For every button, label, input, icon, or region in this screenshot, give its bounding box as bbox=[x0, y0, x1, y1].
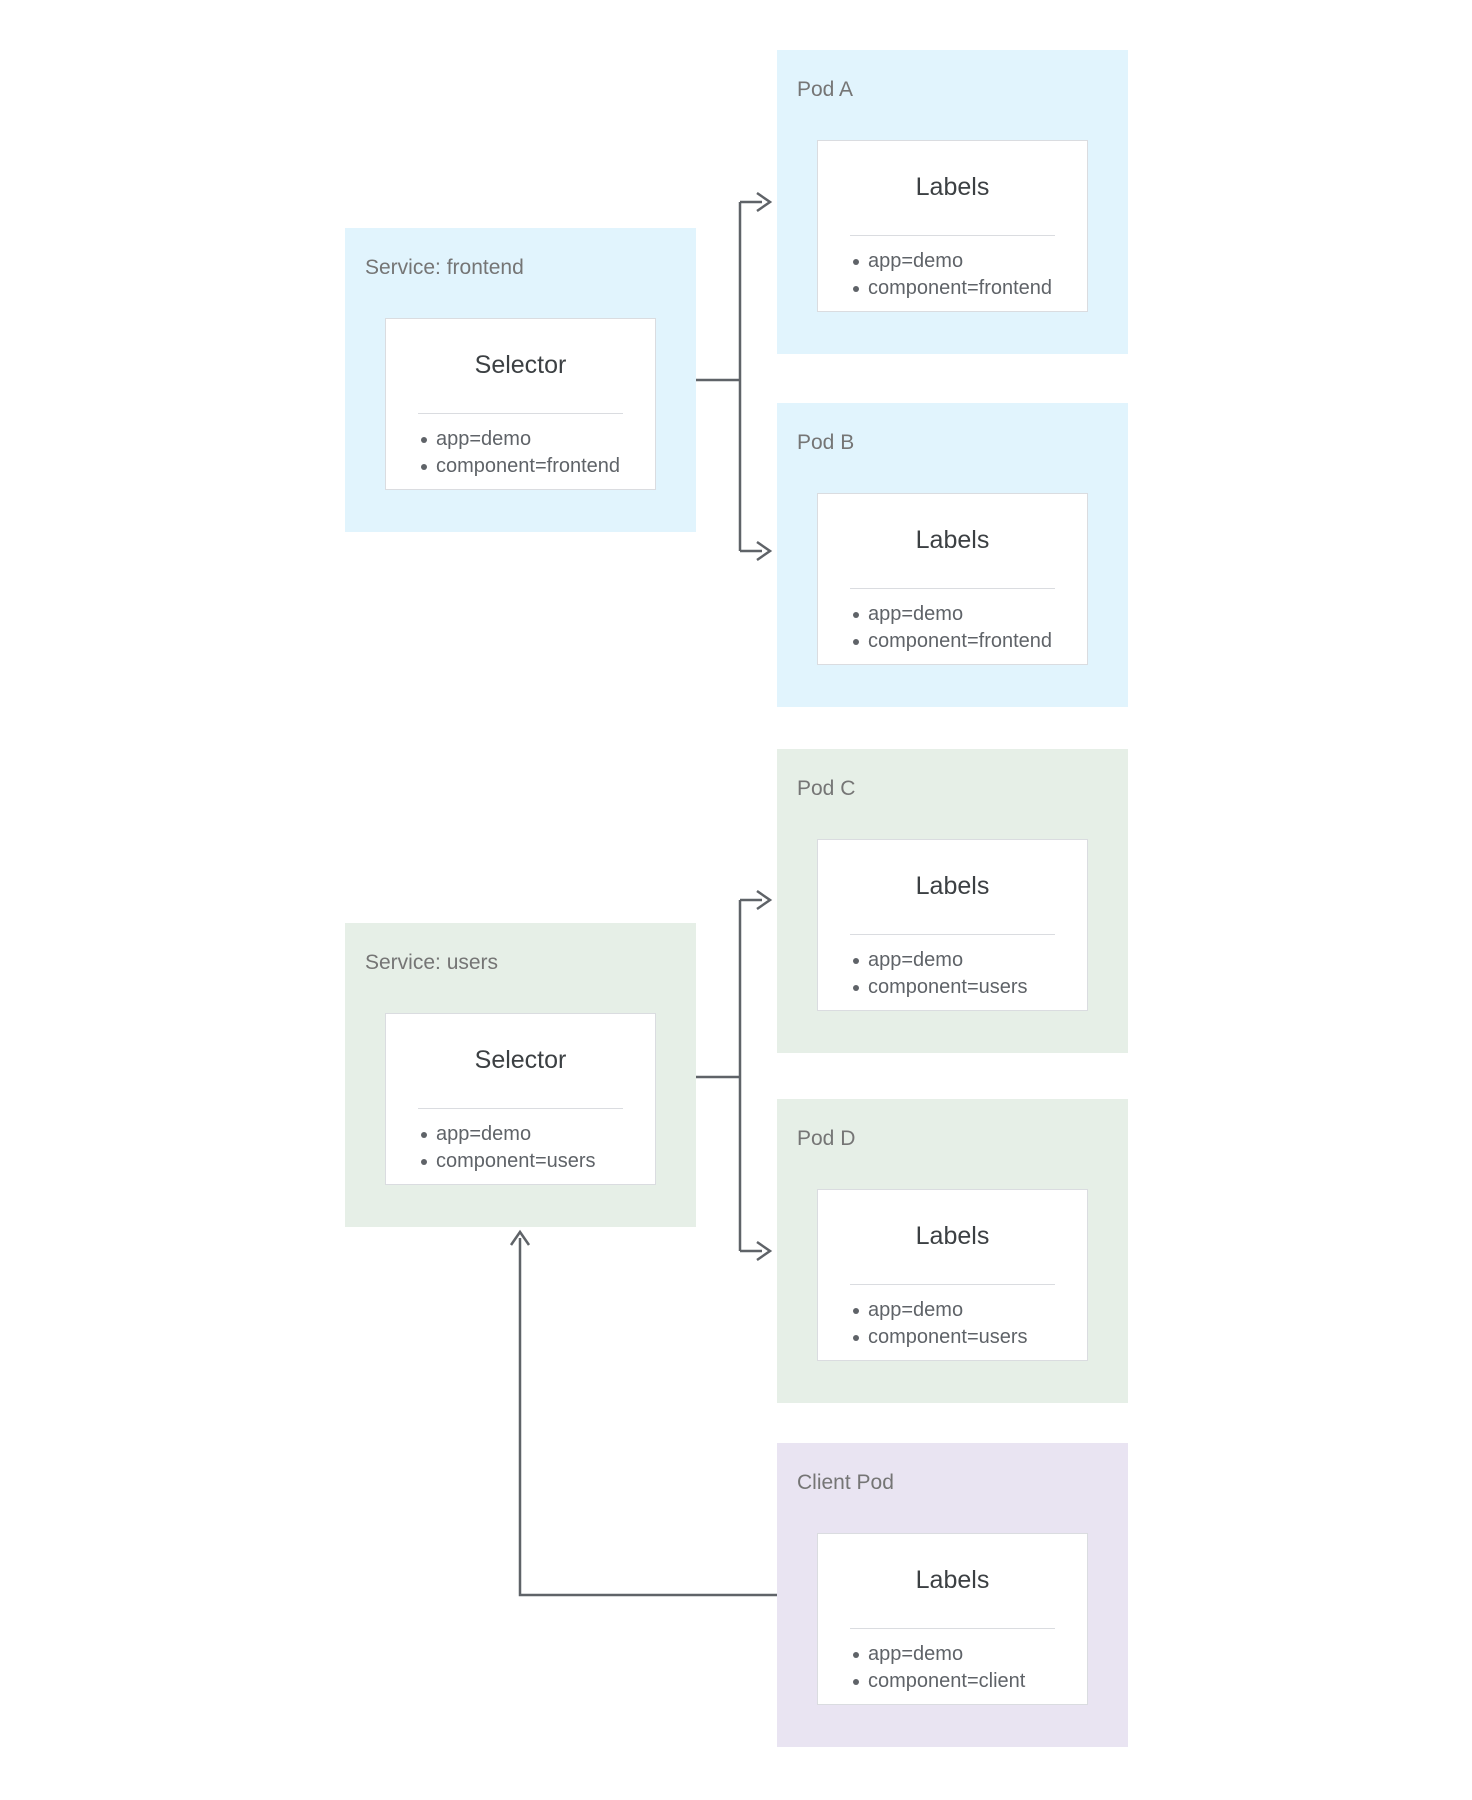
card-heading: Labels bbox=[915, 526, 990, 554]
labels-card: Labels app=demo component=frontend bbox=[817, 140, 1088, 312]
list-item: component=users bbox=[853, 1324, 1087, 1351]
pod-d-box: Pod D Labels app=demo component=users bbox=[777, 1099, 1128, 1403]
label-list: app=demo component=frontend bbox=[386, 426, 655, 480]
selector-card: Selector app=demo component=users bbox=[385, 1013, 656, 1185]
service-users-box: Service: users Selector app=demo compone… bbox=[345, 923, 696, 1227]
node-title: Client Pod bbox=[797, 1471, 894, 1494]
edge-service-users-to-pods bbox=[696, 889, 773, 1262]
arrowhead-right-icon bbox=[756, 889, 773, 911]
list-item: component=frontend bbox=[853, 628, 1087, 655]
card-divider bbox=[850, 934, 1055, 935]
client-pod-box: Client Pod Labels app=demo component=cli… bbox=[777, 1443, 1128, 1747]
card-heading: Labels bbox=[915, 1222, 990, 1250]
node-title: Service: users bbox=[365, 951, 499, 974]
card-heading: Labels bbox=[915, 1566, 990, 1594]
labels-card: Labels app=demo component=users bbox=[817, 1189, 1088, 1361]
list-item: app=demo bbox=[853, 947, 1087, 974]
card-divider bbox=[418, 1108, 623, 1109]
card-divider bbox=[850, 1628, 1055, 1629]
arrowhead-up-icon bbox=[509, 1229, 531, 1246]
label-list: app=demo component=users bbox=[386, 1121, 655, 1175]
node-title: Pod D bbox=[797, 1127, 856, 1150]
arrowhead-right-icon bbox=[756, 191, 773, 213]
list-item: app=demo bbox=[853, 1297, 1087, 1324]
edge-service-frontend-to-pods bbox=[696, 191, 773, 562]
label-list: app=demo component=users bbox=[818, 1297, 1087, 1351]
card-heading: Labels bbox=[915, 872, 990, 900]
card-divider bbox=[850, 588, 1055, 589]
list-item: app=demo bbox=[853, 1641, 1087, 1668]
card-heading: Selector bbox=[474, 351, 567, 379]
list-item: app=demo bbox=[853, 248, 1087, 275]
card-heading: Selector bbox=[474, 1046, 567, 1074]
label-list: app=demo component=frontend bbox=[818, 601, 1087, 655]
label-list: app=demo component=users bbox=[818, 947, 1087, 1001]
labels-card: Labels app=demo component=users bbox=[817, 839, 1088, 1011]
list-item: component=frontend bbox=[421, 453, 655, 480]
label-list: app=demo component=client bbox=[818, 1641, 1087, 1695]
list-item: component=users bbox=[853, 974, 1087, 1001]
pod-a-box: Pod A Labels app=demo component=frontend bbox=[777, 50, 1128, 354]
pod-b-box: Pod B Labels app=demo component=frontend bbox=[777, 403, 1128, 707]
label-list: app=demo component=frontend bbox=[818, 248, 1087, 302]
list-item: app=demo bbox=[421, 1121, 655, 1148]
labels-card: Labels app=demo component=frontend bbox=[817, 493, 1088, 665]
list-item: app=demo bbox=[421, 426, 655, 453]
list-item: component=client bbox=[853, 1668, 1087, 1695]
card-divider bbox=[850, 1284, 1055, 1285]
service-frontend-box: Service: frontend Selector app=demo comp… bbox=[345, 228, 696, 532]
arrowhead-right-icon bbox=[756, 540, 773, 562]
list-item: component=frontend bbox=[853, 275, 1087, 302]
list-item: app=demo bbox=[853, 601, 1087, 628]
node-title: Pod C bbox=[797, 777, 856, 800]
selector-card: Selector app=demo component=frontend bbox=[385, 318, 656, 490]
node-title: Pod B bbox=[797, 431, 855, 454]
node-title: Service: frontend bbox=[365, 256, 524, 279]
card-divider bbox=[850, 235, 1055, 236]
card-divider bbox=[418, 413, 623, 414]
arrowhead-right-icon bbox=[756, 1240, 773, 1262]
node-title: Pod A bbox=[797, 78, 854, 101]
card-heading: Labels bbox=[915, 173, 990, 201]
labels-card: Labels app=demo component=client bbox=[817, 1533, 1088, 1705]
list-item: component=users bbox=[421, 1148, 655, 1175]
pod-c-box: Pod C Labels app=demo component=users bbox=[777, 749, 1128, 1053]
edge-client-pod-to-service-users bbox=[509, 1229, 777, 1597]
